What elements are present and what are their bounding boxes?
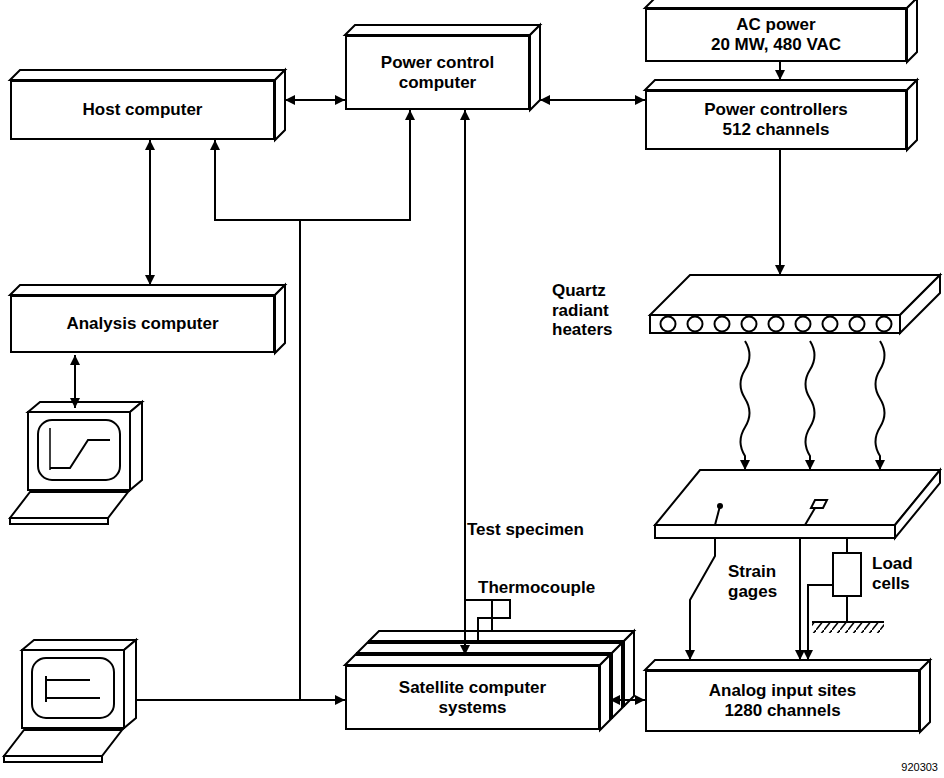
test-specimen-shape: [655, 470, 940, 538]
text-block: Analysis computer: [66, 314, 218, 334]
connector: [808, 585, 832, 660]
connector: [690, 538, 715, 660]
connector: [285, 99, 345, 101]
connector: [806, 341, 815, 470]
box-label: AC power: [711, 15, 841, 35]
ground-hatch: [812, 623, 884, 633]
input-box: Analog input sites1280 channels: [645, 670, 920, 732]
box-label: Power controllers: [704, 100, 848, 120]
connector: [779, 150, 781, 275]
load-post: [846, 538, 848, 552]
edge-label: Strain gages: [728, 562, 788, 601]
ground: [812, 621, 884, 623]
shape-label: Test specimen: [467, 520, 597, 540]
connector: [215, 140, 345, 700]
heater-panel: Quartz radiant heaters: [650, 275, 940, 337]
console-monitor: [4, 640, 136, 762]
connector: [300, 110, 410, 700]
connector: [741, 341, 750, 470]
analysis-monitor: [10, 402, 142, 524]
text-block: Host computer: [83, 100, 203, 120]
box-sublabel: 512 channels: [704, 120, 848, 140]
connector: [799, 538, 801, 660]
connector: [464, 110, 466, 655]
figure-number: 920303: [901, 761, 938, 774]
box-label: Satellite computer systems: [390, 678, 555, 717]
load-post: [846, 597, 848, 622]
text-block: Analog input sites1280 channels: [709, 681, 856, 720]
computer-box: Satellite computer systems: [345, 665, 600, 730]
connector: [876, 341, 885, 470]
text-block: Power control computer: [368, 53, 508, 92]
computer-box: Power control computer: [345, 35, 530, 110]
monitor-link: [74, 355, 76, 408]
box-label: Analysis computer: [66, 314, 218, 334]
text-block: Satellite computer systems: [390, 678, 555, 717]
box-sublabel: 1280 channels: [709, 701, 856, 721]
computer-box: Analysis computer: [10, 295, 275, 353]
shape-label: Quartz radiant heaters: [552, 281, 640, 340]
connector: [540, 99, 645, 101]
edge-label: Thermocouple: [478, 578, 618, 598]
box-label: Analog input sites: [709, 681, 856, 701]
console-link: [136, 699, 300, 701]
shape-label: Load cells: [872, 554, 922, 593]
heater-panel-shape: [650, 275, 940, 337]
connector: [149, 140, 151, 285]
branch-line: [478, 600, 510, 643]
power-source-box: AC power20 MW, 480 VAC: [645, 8, 907, 62]
text-block: Power controllers512 channels: [704, 100, 848, 139]
load-cell: Load cells: [832, 552, 862, 597]
connector: [779, 62, 781, 80]
load-cell-shape: [832, 552, 862, 597]
test-specimen: Test specimen: [655, 470, 940, 538]
controller-box: Power controllers512 channels: [645, 90, 907, 150]
box-sublabel: 20 MW, 480 VAC: [711, 35, 841, 55]
connector: [610, 699, 645, 701]
computer-box: Host computer: [10, 80, 275, 140]
box-label: Host computer: [83, 100, 203, 120]
box-label: Power control computer: [368, 53, 508, 92]
text-block: AC power20 MW, 480 VAC: [711, 15, 841, 54]
